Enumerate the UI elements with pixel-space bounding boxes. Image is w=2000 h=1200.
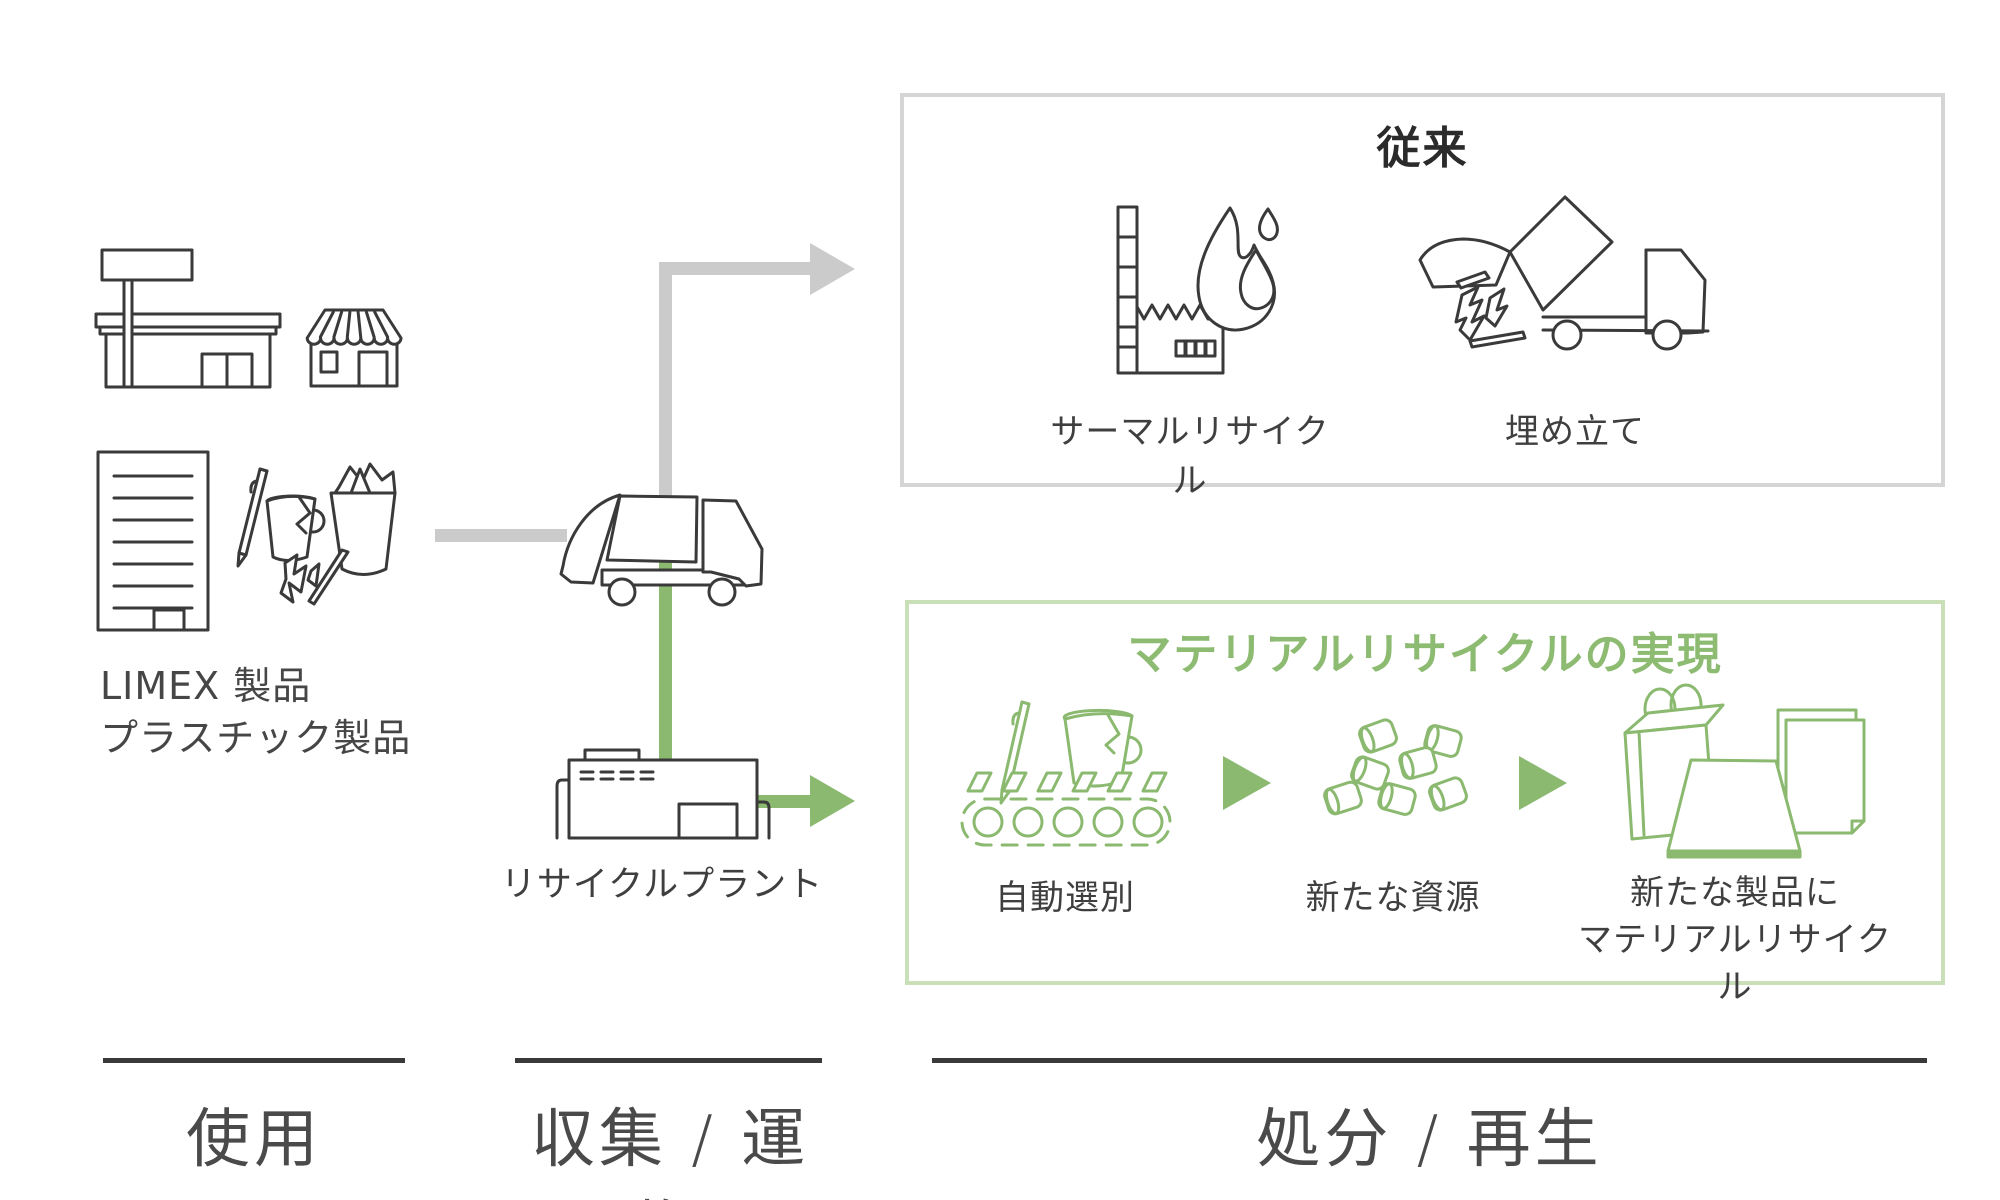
incinerator-flame-icon: [1116, 205, 1279, 375]
material-step-label-line1: 新たな製品に: [1630, 873, 1840, 913]
notebook-stack-icon: [1666, 758, 1802, 859]
green-arrowhead-icon: [810, 775, 855, 827]
stage-label-collect-transport: 収集 / 運搬: [530, 1103, 810, 1200]
trash-bin-icon: [307, 462, 397, 606]
stage-label-dispose-regenerate: 処分 / 再生: [1256, 1103, 1603, 1177]
conventional-item-label: 埋め立て: [1505, 412, 1645, 452]
landfill-dump-truck-icon: [1418, 195, 1710, 351]
stage-divider: [515, 1058, 822, 1063]
step-arrow-icon: [1223, 756, 1271, 810]
shop-icon: [305, 308, 403, 388]
broken-cup-icon: [265, 494, 326, 604]
material-step-label: 新たな製品に マテリアルリサイクル: [1570, 870, 1900, 1011]
garbage-truck-icon: [559, 493, 764, 607]
new-products-icon: [1623, 683, 1866, 859]
flow-vertical-up: [659, 262, 672, 497]
waste-items-icon: [236, 462, 397, 606]
material-step-label-line2: マテリアルリサイクル: [1578, 920, 1892, 1007]
material-title: マテリアルリサイクルの実現: [1127, 629, 1723, 680]
source-caption-line1: LIMEX 製品: [100, 664, 312, 708]
pen-icon: [236, 467, 269, 568]
stage-label-use: 使用: [186, 1103, 322, 1177]
flow-to-conventional: [659, 262, 811, 275]
source-caption: LIMEX 製品 プラスチック製品: [100, 660, 411, 764]
plant-caption: リサイクルプラント: [500, 865, 824, 905]
office-building-icon: [96, 450, 210, 632]
stage-divider: [932, 1058, 1927, 1063]
flow-truck-to-plant: [659, 556, 672, 764]
folder-icon: [1776, 708, 1866, 835]
conventional-panel: [900, 93, 1945, 487]
stage-divider: [103, 1058, 405, 1063]
step-arrow-icon: [1519, 756, 1567, 810]
resource-pellets-icon: [1323, 718, 1468, 816]
conventional-title: 従来: [1376, 123, 1469, 174]
material-step-label: 新たな資源: [1305, 878, 1481, 918]
flow-source-to-truck: [435, 529, 567, 542]
convenience-store-icon: [94, 248, 282, 389]
source-caption-line2: プラスチック製品: [100, 716, 412, 760]
sorting-conveyor-icon: [960, 700, 1172, 847]
recycling-plant-icon: [555, 748, 771, 840]
gray-arrowhead-icon: [810, 243, 855, 295]
material-step-label: 自動選別: [995, 878, 1135, 918]
conventional-item-label: サーマルリサイクル: [1050, 412, 1330, 501]
